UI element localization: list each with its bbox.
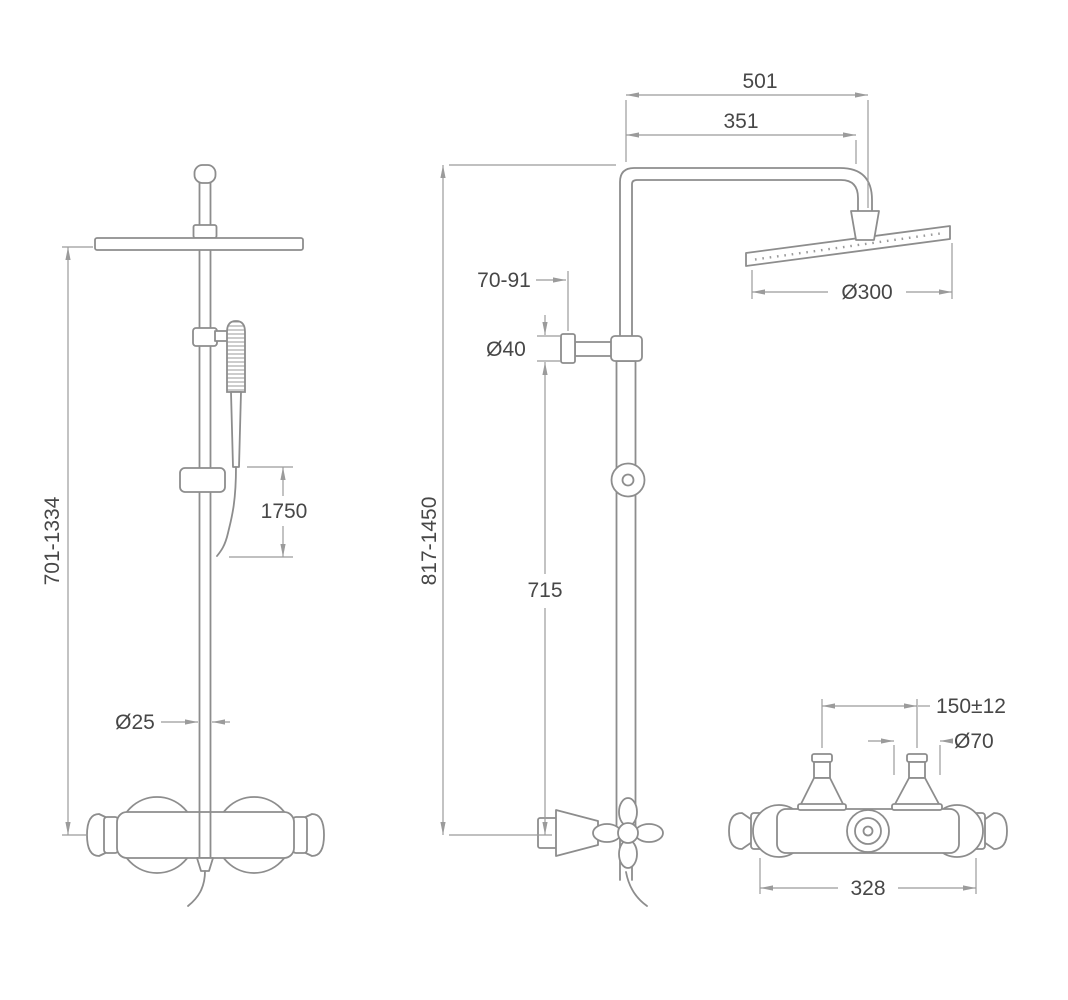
dim-label-bracket-diameter: Ø40 xyxy=(486,338,526,361)
dim-reach-arm: 351 xyxy=(626,110,857,164)
cross-handle-lobe-top xyxy=(618,797,638,827)
mixer-body xyxy=(116,811,295,859)
valve-center-screw xyxy=(862,825,874,837)
riser-and-arm-outer xyxy=(619,167,873,881)
supply-fitting-left xyxy=(797,753,847,811)
hand-shower-holder-collar xyxy=(192,327,218,347)
supply-cap xyxy=(811,753,833,763)
supply-cap xyxy=(906,753,928,763)
supply-base-flange xyxy=(891,803,943,811)
dim-label-height-overall: 817-1450 xyxy=(418,497,441,586)
head-ball-joint xyxy=(192,224,218,239)
supply-elbow-side xyxy=(537,817,559,849)
dim-label-inlet-flange-diameter: Ø70 xyxy=(954,730,994,753)
mixer-nut-right xyxy=(292,816,308,854)
hose-outlet-cone xyxy=(196,857,214,872)
valve-view: 150±12 Ø70 328 xyxy=(728,695,1008,900)
shower-head-nozzles xyxy=(754,232,941,261)
dim-bracket-height: 715 xyxy=(527,362,563,835)
bracket-collar xyxy=(610,335,643,362)
supply-neck xyxy=(908,761,926,779)
dim-label-height-range: 701-1334 xyxy=(41,496,64,585)
dim-hose-length: 1750 xyxy=(229,466,308,558)
wall-bracket-flange xyxy=(560,333,576,364)
dim-bracket-diameter: Ø40 xyxy=(486,315,561,362)
diverter-knob xyxy=(610,462,646,498)
slider-bracket xyxy=(179,467,226,493)
dim-valve-width: 328 xyxy=(759,858,977,900)
dim-riser-diameter: Ø25 xyxy=(115,711,230,734)
dim-label-reach-arm: 351 xyxy=(723,110,758,133)
mixer-escutcheon-side xyxy=(555,809,599,857)
dim-height-range-front: 701-1334 xyxy=(41,246,93,836)
supply-neck xyxy=(813,761,831,779)
cross-handle-lobe-left xyxy=(592,823,622,843)
dim-height-overall: 817-1450 xyxy=(418,164,616,836)
front-view: 701-1334 1750 Ø25 xyxy=(41,164,325,907)
dim-label-wall-offset: 70-91 xyxy=(477,269,531,292)
supply-base-flange xyxy=(797,803,847,811)
valve-center-boss xyxy=(846,809,890,853)
cross-handle-hub xyxy=(617,822,639,844)
dim-inlet-centers: 150±12 xyxy=(821,695,1006,748)
outlet-hose-side xyxy=(625,871,648,907)
wall-bracket-arm xyxy=(574,341,613,357)
mixer-side xyxy=(537,797,664,907)
dim-wall-offset: 70-91 xyxy=(477,269,569,331)
mixer-nut-left xyxy=(103,816,119,854)
dim-label-hose-length: 1750 xyxy=(261,500,308,523)
dim-label-valve-width: 328 xyxy=(850,877,885,900)
riser-and-arm-inner xyxy=(631,179,859,881)
mixer-front xyxy=(86,796,325,907)
rain-head-front xyxy=(94,237,304,251)
supply-cone xyxy=(893,777,941,807)
dim-label-riser-diameter: Ø25 xyxy=(115,711,155,734)
shower-hose xyxy=(216,466,237,557)
supply-fitting-right xyxy=(891,753,943,811)
dim-inlet-flange-diameter: Ø70 xyxy=(868,730,994,775)
dim-reach-overall: 501 xyxy=(625,70,869,208)
outer-riser-tube xyxy=(615,360,637,832)
riser-top-cap xyxy=(193,164,217,184)
head-connector xyxy=(850,210,880,241)
hand-shower-head xyxy=(226,320,246,393)
cross-handle-lobe-bottom xyxy=(618,839,638,869)
cross-handle-lobe-right xyxy=(634,823,664,843)
dim-label-bracket-height: 715 xyxy=(527,579,562,602)
cross-handle-left xyxy=(728,812,756,850)
dim-label-inlet-centers: 150±12 xyxy=(936,695,1006,718)
cross-handle-right xyxy=(980,812,1008,850)
outlet-hose xyxy=(187,870,206,907)
hand-shower-handle xyxy=(230,391,242,468)
shower-head-side xyxy=(745,225,951,267)
supply-cone xyxy=(799,777,845,807)
side-view: 501 351 70-91 Ø40 715 817-1450 xyxy=(418,70,953,907)
dim-head-diameter: Ø300 xyxy=(751,243,953,304)
dim-label-reach-overall: 501 xyxy=(742,70,777,93)
dim-label-head-diameter: Ø300 xyxy=(841,281,892,304)
diverter-knob-center xyxy=(621,473,635,487)
valve-center-boss-inner xyxy=(854,817,882,845)
